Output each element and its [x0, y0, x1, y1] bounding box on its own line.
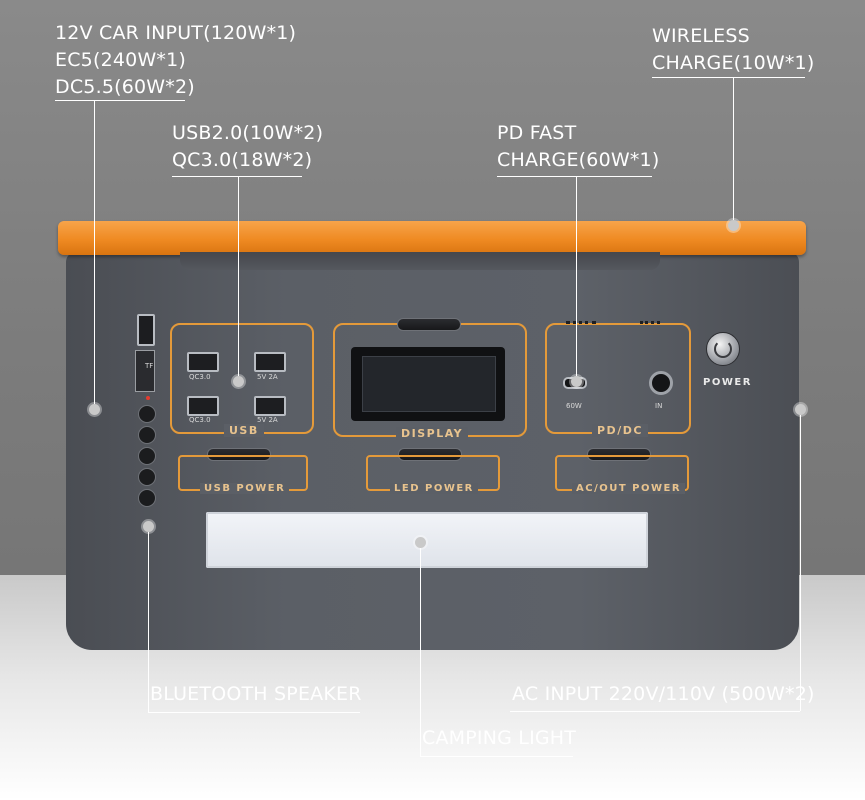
lcd-screen — [362, 356, 496, 412]
in-label: IN — [655, 402, 663, 410]
callout-bluetooth: BLUETOOTH SPEAKER — [150, 683, 362, 705]
callout-usb-line1: USB2.0(10W*2) — [172, 122, 324, 144]
callout-car-input-line1: 12V CAR INPUT(120W*1) — [55, 22, 297, 44]
usb-power-button — [207, 448, 271, 461]
callout-car-input-dot — [89, 404, 100, 415]
side-button-3 — [138, 447, 156, 465]
usb-port-5v-2 — [254, 396, 286, 416]
dc-indicator-dots — [640, 321, 660, 328]
callout-usb: USB2.0(10W*2) QC3.0(18W*2) — [172, 120, 323, 174]
callout-bluetooth-underline — [148, 712, 360, 713]
display-panel-label: DISPLAY — [396, 427, 469, 440]
callout-wireless-dot — [728, 220, 739, 231]
port-label-qc-2: QC3.0 — [189, 416, 211, 424]
callout-car-input: 12V CAR INPUT(120W*1) EC5(240W*1) DC5.5(… — [55, 20, 296, 101]
usb-power-label: USB POWER — [200, 483, 290, 494]
led-power-label: LED POWER — [390, 483, 478, 494]
callout-pd-underline — [497, 176, 652, 177]
callout-wireless-underline — [652, 77, 805, 78]
side-button-1 — [138, 405, 156, 423]
callout-ac-input-dot — [795, 404, 806, 415]
usb-panel-label: USB — [224, 424, 264, 437]
callout-pd-leader — [576, 176, 577, 376]
callout-car-input-underline — [55, 100, 185, 101]
side-indicator-led — [146, 396, 150, 400]
callout-pd-line2: CHARGE(60W*1) — [497, 149, 660, 171]
callout-ac-input-leader — [800, 415, 801, 711]
callout-wireless: WIRELESS CHARGE(10W*1) — [652, 23, 814, 77]
usb-port-5v-1 — [254, 352, 286, 372]
callout-usb-line2: QC3.0(18W*2) — [172, 149, 313, 171]
callout-car-input-line2: EC5(240W*1) — [55, 49, 187, 71]
callout-pd: PD FAST CHARGE(60W*1) — [497, 120, 659, 174]
side-button-2 — [138, 426, 156, 444]
tf-card-slot — [135, 350, 155, 392]
callout-car-input-line3: DC5.5(60W*2) — [55, 76, 195, 98]
callout-ac-input: AC INPUT 220V/110V (500W*2) — [512, 683, 815, 705]
callout-camping-underline — [420, 756, 573, 757]
callout-car-input-leader — [94, 100, 95, 404]
callout-camping-dot — [415, 537, 426, 548]
callout-ac-input-underline — [510, 711, 800, 712]
power-button-label: POWER — [703, 377, 752, 388]
callout-pd-line1: PD FAST — [497, 122, 577, 144]
ac-power-label: AC/OUT POWER — [572, 483, 686, 494]
callout-camping-leader — [420, 548, 421, 756]
pd-60w-label: 60W — [566, 402, 582, 410]
callout-usb-dot — [233, 376, 244, 387]
usb-port-qc-2 — [187, 396, 219, 416]
led-power-button — [398, 448, 462, 461]
port-label-qc-1: QC3.0 — [189, 373, 211, 381]
pddc-panel-label: PD/DC — [592, 424, 648, 437]
camping-light-panel — [206, 512, 648, 568]
callout-wireless-line1: WIRELESS — [652, 25, 750, 47]
pd-indicator-dots — [566, 321, 596, 328]
port-label-5v-2: 5V 2A — [257, 416, 278, 424]
dc-input-port — [649, 371, 673, 395]
lid-lip — [180, 252, 660, 270]
power-icon — [714, 340, 732, 358]
callout-bluetooth-leader — [148, 532, 149, 712]
callout-wireless-leader — [733, 77, 734, 222]
callout-usb-underline — [172, 176, 302, 177]
port-label-5v-1: 5V 2A — [257, 373, 278, 381]
callout-camping: CAMPING LIGHT — [422, 727, 577, 749]
callout-usb-leader — [238, 176, 239, 376]
callout-wireless-line2: CHARGE(10W*1) — [652, 52, 815, 74]
callout-bluetooth-dot — [143, 521, 154, 532]
display-button — [397, 318, 461, 331]
callout-pd-dot — [571, 376, 582, 387]
tf-label: TF — [145, 362, 154, 370]
side-button-5 — [138, 489, 156, 507]
usb-port-qc-1 — [187, 352, 219, 372]
side-usb-port — [137, 314, 155, 346]
ac-power-button — [587, 448, 651, 461]
side-button-4 — [138, 468, 156, 486]
power-station-lid — [58, 221, 806, 255]
